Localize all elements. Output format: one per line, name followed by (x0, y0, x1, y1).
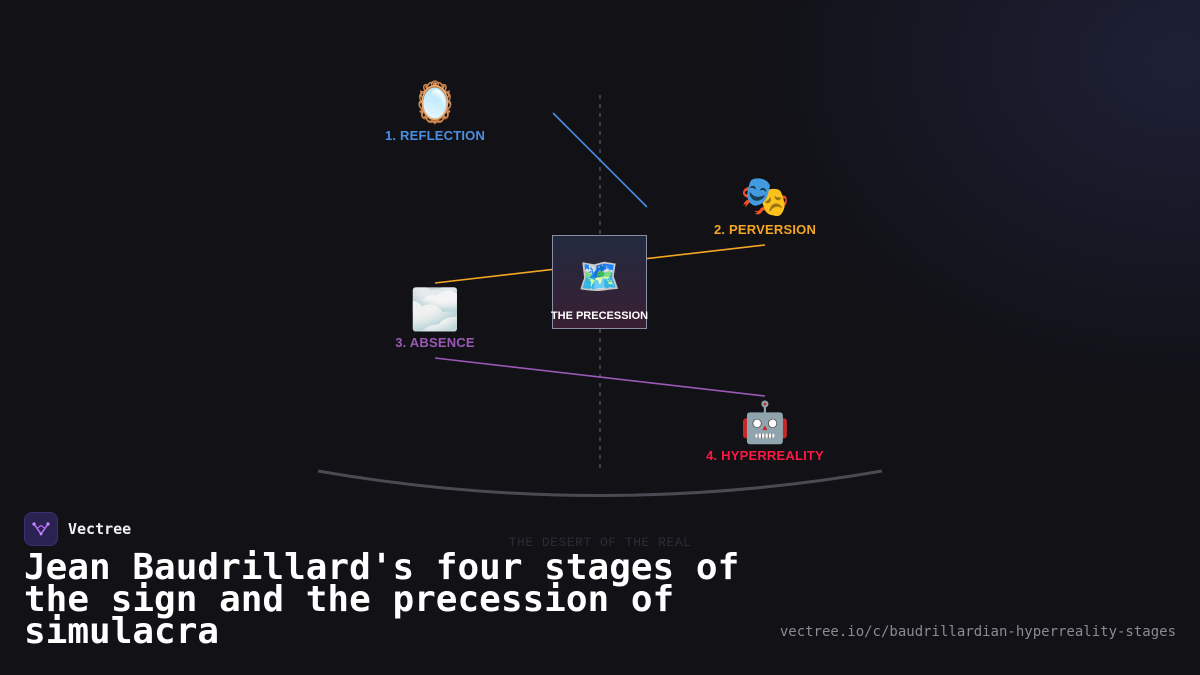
desert-label: THE DESERT OF THE REAL (508, 535, 692, 550)
desert-arc (317, 469, 883, 497)
cloud-icon: 🌫️ (410, 287, 460, 333)
robot-icon: 🤖 (740, 400, 790, 446)
stage-hyperreality-label: 4. HYPERREALITY (706, 448, 824, 463)
theater-masks-icon: 🎭 (740, 174, 790, 220)
brand[interactable]: Vectree (24, 512, 131, 546)
precession-label: THE PRECESSION (550, 310, 649, 322)
world-map-icon: 🗺️ (578, 257, 621, 297)
stage-perversion-label: 2. PERVERSION (713, 222, 817, 237)
stage-reflection: 🪞 1. REFLECTION (345, 80, 525, 143)
source-url[interactable]: vectree.io/c/baudrillardian-hyperreality… (779, 624, 1176, 640)
stage-absence-label: 3. ABSENCE (395, 335, 475, 350)
page-title: Jean Baudrillard's four stages of the si… (24, 547, 740, 652)
connector-absence (434, 357, 766, 397)
stage-absence: 🌫️ 3. ABSENCE (345, 287, 525, 350)
connector-reflection (552, 112, 648, 208)
mirror-icon: 🪞 (410, 80, 460, 126)
vectree-logo-icon (24, 512, 58, 546)
stage-perversion: 🎭 2. PERVERSION (675, 174, 855, 237)
stage-hyperreality: 🤖 4. HYPERREALITY (675, 400, 855, 463)
precession-box: 🗺️ THE PRECESSION (551, 235, 648, 329)
stage-reflection-label: 1. REFLECTION (384, 128, 486, 143)
brand-name: Vectree (68, 520, 132, 538)
